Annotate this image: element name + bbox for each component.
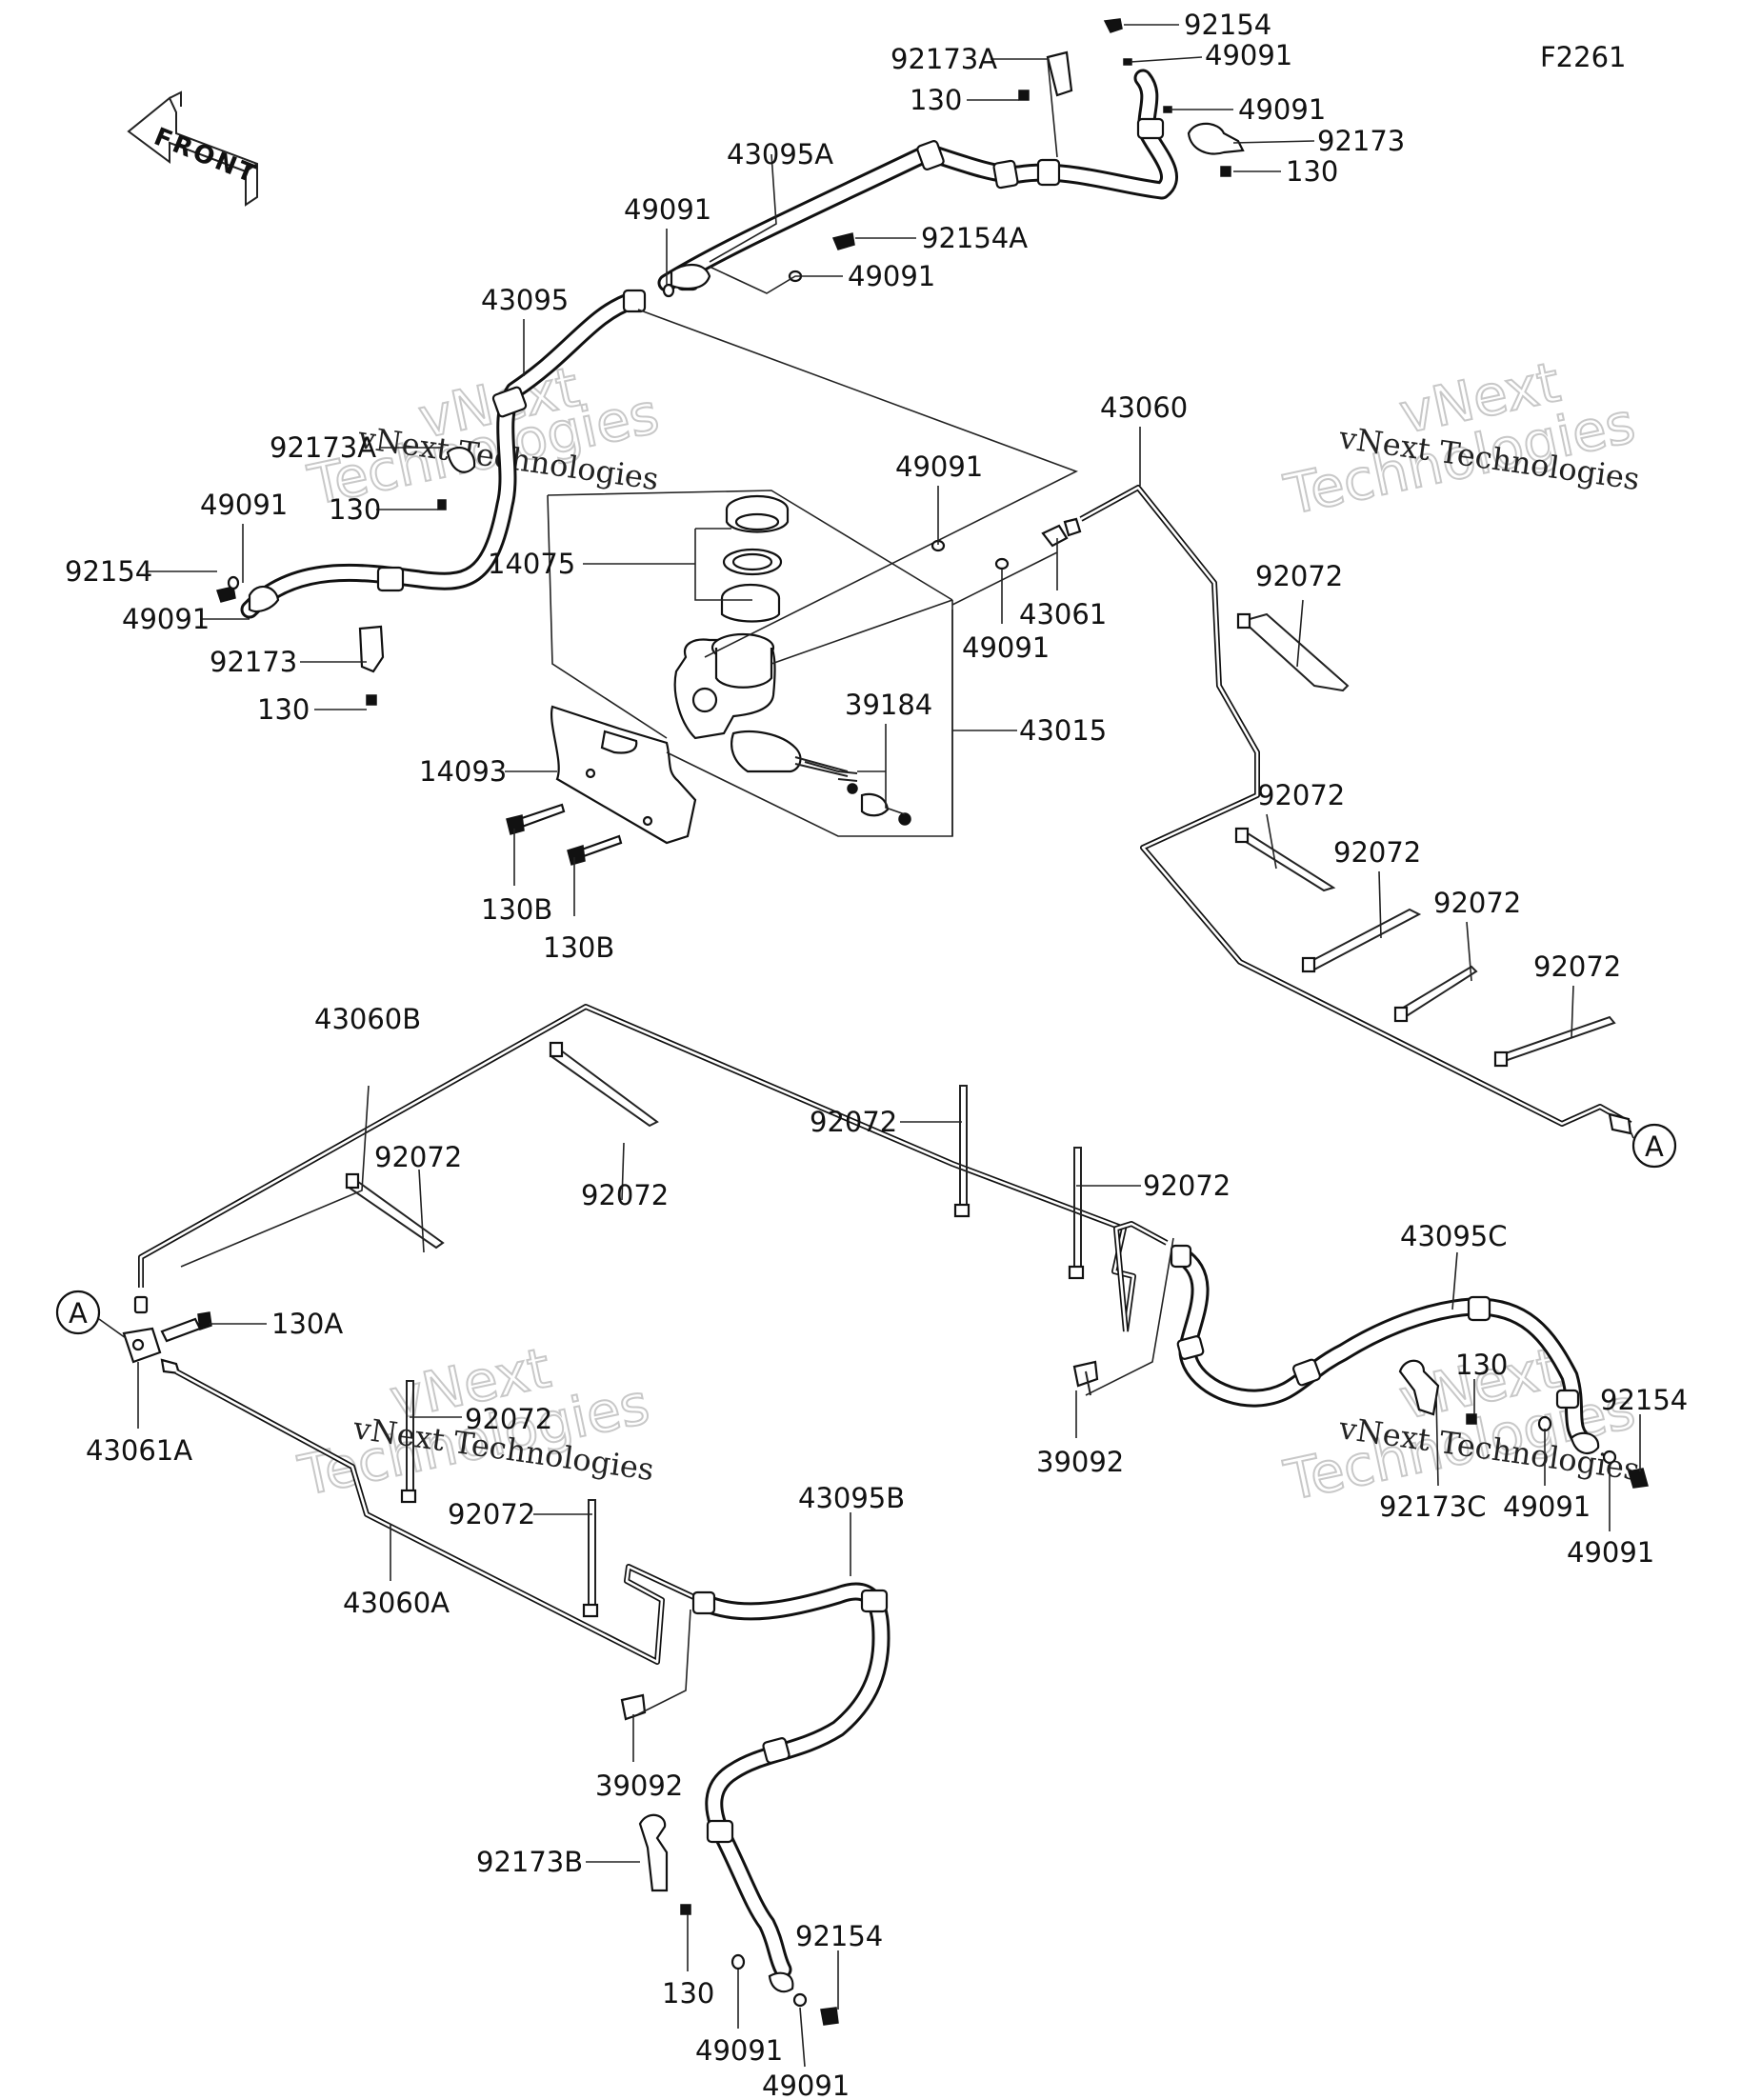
label-43095b: 43095B xyxy=(798,1482,905,1514)
label-43061: 43061 xyxy=(1019,598,1107,630)
label-92173a-left: 92173A xyxy=(270,431,376,464)
label-92154a: 92154A xyxy=(921,222,1028,254)
label-49091-mc-2: 49091 xyxy=(962,631,1050,664)
cable-ties-92072 xyxy=(345,612,1616,1618)
label-14093: 14093 xyxy=(419,755,507,788)
svg-text:A: A xyxy=(69,1297,88,1330)
label-49091-left-2: 49091 xyxy=(122,603,210,635)
fitting-43061 xyxy=(1041,517,1082,548)
label-92072-d: 92072 xyxy=(1433,887,1521,919)
hose-43095b xyxy=(691,1582,891,1993)
hose-43095 xyxy=(240,290,643,619)
label-49091-bottom-1: 49091 xyxy=(695,2034,783,2067)
label-49091-bottom-2: 49091 xyxy=(762,2070,850,2100)
label-43015: 43015 xyxy=(1019,714,1107,747)
front-arrow-icon: FRONT xyxy=(127,90,262,207)
leader-lines xyxy=(137,24,1641,2068)
clamp-92173c xyxy=(1398,1359,1649,1489)
label-130b-2: 130B xyxy=(543,931,614,964)
banjo-bolt-92154-top xyxy=(1103,18,1172,113)
label-43095a: 43095A xyxy=(727,138,833,170)
clamp-92173a-top xyxy=(1018,50,1073,101)
reservoir-cap-14075 xyxy=(720,494,790,623)
label-130a: 130A xyxy=(271,1308,343,1340)
label-43060: 43060 xyxy=(1100,391,1188,424)
label-92154-left: 92154 xyxy=(65,555,152,588)
label-130-top-2: 130 xyxy=(1286,155,1338,188)
hose-bands-top xyxy=(376,117,1165,592)
label-39092-left: 39092 xyxy=(595,1770,683,1802)
label-130b-1: 130B xyxy=(481,893,552,926)
label-92072-a: 92072 xyxy=(1255,560,1343,592)
label-43095c: 43095C xyxy=(1400,1220,1508,1252)
clamp-92173-top xyxy=(1187,122,1245,177)
label-92072-i: 92072 xyxy=(1143,1170,1231,1202)
assembly-lines xyxy=(547,309,1079,837)
label-130-right: 130 xyxy=(1455,1349,1508,1381)
label-43060a: 43060A xyxy=(343,1587,450,1619)
junction-43061a xyxy=(122,1295,212,1375)
bolts-130b xyxy=(506,803,623,866)
label-92072-g: 92072 xyxy=(581,1179,669,1211)
label-130-left-1: 130 xyxy=(329,493,381,526)
master-cylinder xyxy=(673,632,849,777)
label-130-top-1: 130 xyxy=(910,84,962,116)
pushrod-39184 xyxy=(804,761,911,826)
hose-43095c xyxy=(1170,1244,1600,1455)
clamp-92173-left xyxy=(216,585,385,706)
pipe-43060a xyxy=(174,1369,702,1665)
washers-49091 xyxy=(227,283,1010,590)
pipe-43060b xyxy=(138,1004,1169,1332)
label-130-left-2: 130 xyxy=(257,693,310,726)
label-43060b: 43060B xyxy=(314,1003,421,1035)
watermark-top-right: vNext Technologies vNext Technologies xyxy=(1278,349,1642,529)
label-49091-mc-1: 49091 xyxy=(895,450,983,483)
label-92072-c: 92072 xyxy=(1333,836,1421,869)
label-130-bottom: 130 xyxy=(662,1977,714,2010)
label-92173a-top: 92173A xyxy=(891,43,997,75)
label-49091-right-2: 49091 xyxy=(1567,1536,1654,1569)
label-49091-top-1: 49091 xyxy=(1205,39,1292,71)
label-92072-f: 92072 xyxy=(374,1141,462,1173)
label-92154-top: 92154 xyxy=(1184,9,1271,41)
label-92173-left: 92173 xyxy=(210,646,297,678)
part-labels: 92154 92173A 49091 130 49091 92173 130 4… xyxy=(65,9,1688,2100)
marker-a-right: A xyxy=(1630,1123,1677,1169)
label-43095: 43095 xyxy=(481,284,569,316)
label-92173-top: 92173 xyxy=(1317,125,1405,157)
label-49091-top-2: 49091 xyxy=(1238,93,1326,126)
marker-a-left: A xyxy=(55,1290,127,1339)
label-92154-right: 92154 xyxy=(1600,1384,1688,1416)
label-92173b: 92173B xyxy=(476,1846,583,1878)
label-39092-right: 39092 xyxy=(1036,1446,1124,1478)
label-92072-e: 92072 xyxy=(1533,950,1621,983)
pipe-43060 xyxy=(1079,485,1632,1135)
label-92154-bottom: 92154 xyxy=(795,1920,883,1952)
clamp-92173b xyxy=(638,1813,839,2026)
shield-14093 xyxy=(550,705,697,845)
label-92072-h: 92072 xyxy=(810,1106,897,1138)
label-92072-b: 92072 xyxy=(1257,779,1345,811)
clamp-92173a-left xyxy=(437,446,476,510)
label-92173c: 92173C xyxy=(1379,1490,1487,1523)
label-39184: 39184 xyxy=(845,689,932,721)
label-92072-j: 92072 xyxy=(465,1403,552,1435)
label-49091-mid-1: 49091 xyxy=(624,193,711,226)
label-49091-mid-2: 49091 xyxy=(848,260,935,292)
label-14075: 14075 xyxy=(488,548,575,580)
label-43061a: 43061A xyxy=(86,1434,192,1467)
svg-text:A: A xyxy=(1645,1130,1664,1163)
label-49091-right-1: 49091 xyxy=(1503,1490,1591,1523)
label-49091-left-1: 49091 xyxy=(200,489,288,521)
clip-39092-right xyxy=(1072,1360,1099,1396)
label-92072-k: 92072 xyxy=(448,1498,535,1530)
figure-code: F2261 xyxy=(1540,41,1626,73)
